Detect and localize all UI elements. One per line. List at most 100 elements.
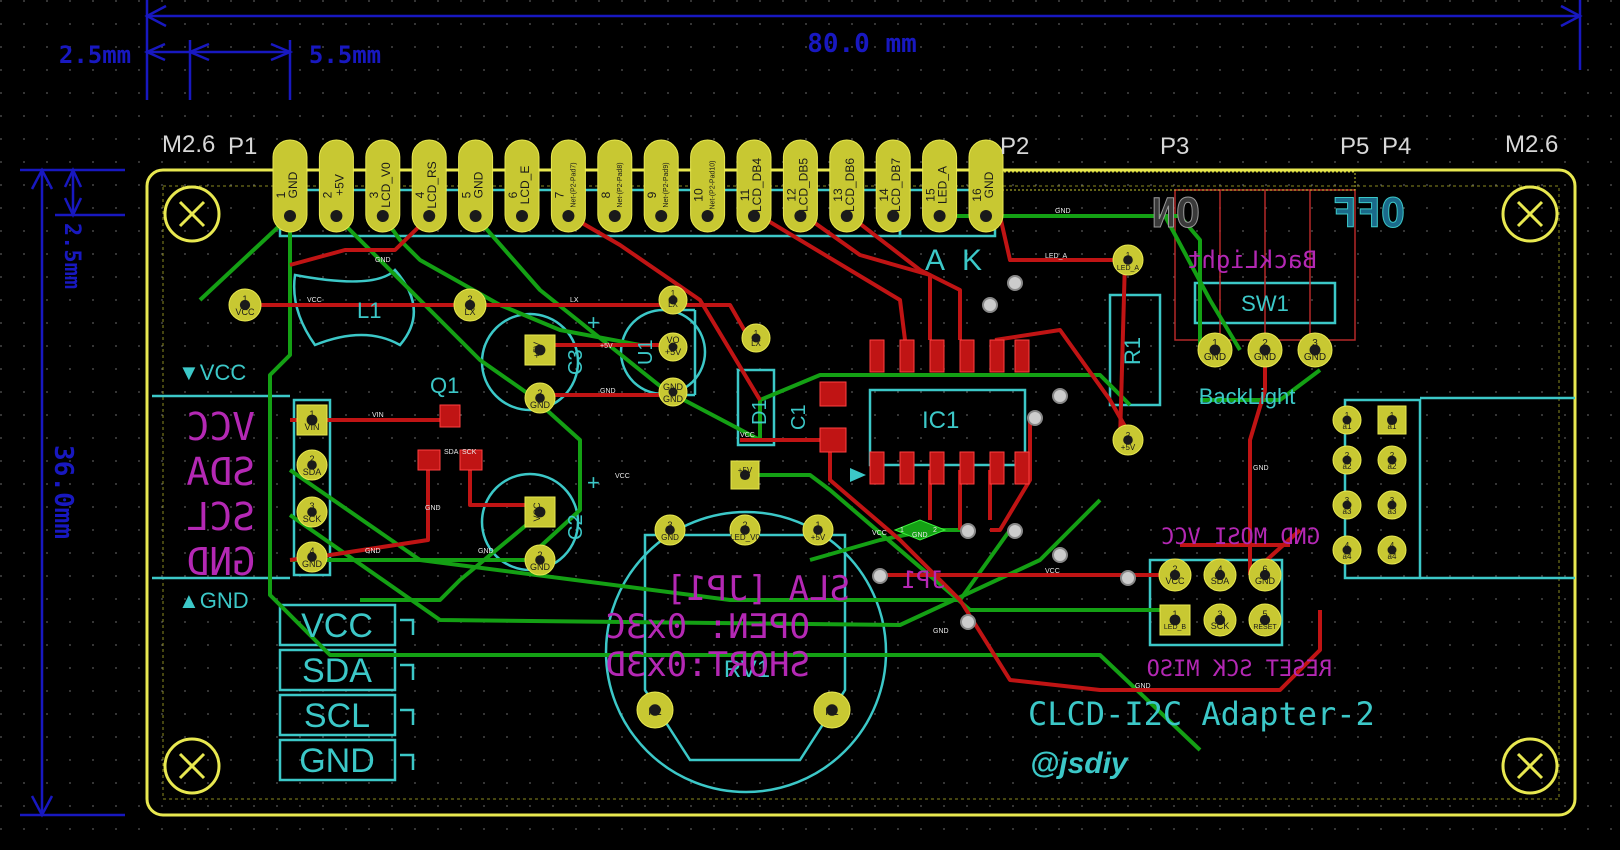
ref-p4: P4 — [1382, 133, 1411, 160]
lcd-pin-num: 1 — [274, 191, 288, 198]
through-hole-pads — [228, 139, 1407, 729]
sw1-pin-net: GND — [1254, 352, 1276, 363]
net-label-led-a: LED_A — [1045, 253, 1068, 260]
left-header-pin-4 — [296, 541, 328, 573]
isp-pin-1 — [1159, 604, 1191, 636]
lcd-pin-net: Net-(P2-Pad8) — [617, 162, 624, 207]
lcd-pin-net: LED_A — [936, 166, 950, 204]
lcd-pin-9 — [643, 139, 679, 233]
left-header-pin-net: SDA — [303, 467, 322, 477]
isp-pin-net: SDA — [1211, 576, 1230, 586]
p4-pin-net: a4 — [1388, 552, 1397, 561]
sw1-pin-num: 2 — [1262, 338, 1268, 349]
left-header-pin-net: VIN — [304, 422, 319, 432]
lcd-pin-net: LCD_DB7 — [889, 158, 903, 212]
net-label-vcc-3: VCC — [740, 432, 755, 439]
jp1-pin2: 2 — [933, 527, 937, 534]
u1-pin-num: 1 — [671, 289, 676, 298]
vias — [872, 275, 1136, 630]
c3-pad-1 — [524, 334, 556, 366]
left-header-pin-num: 2 — [309, 454, 314, 464]
lcd-pin-8 — [597, 139, 633, 233]
lcd-pin-3 — [365, 139, 401, 233]
p4-pin-net: a2 — [1388, 462, 1397, 471]
rv1-pin-num: 2 — [742, 520, 747, 530]
lcd-pin-num: 2 — [320, 191, 334, 198]
lcd-pin-net: Net-(P2-Pad10) — [710, 160, 717, 209]
p4-pin-2-r — [1377, 445, 1407, 475]
u1-pad-2 — [658, 332, 688, 362]
l1-pad-net: LX — [464, 307, 475, 317]
rv1-pad-p2 — [636, 691, 674, 729]
rv1-pad-p1 — [813, 691, 851, 729]
net-label-5v: +5V — [600, 343, 613, 350]
left-header-pin-1 — [296, 404, 328, 436]
net-label-gnd-7: GND — [1253, 465, 1269, 472]
dim-total-width: 80.0 mm — [807, 29, 917, 59]
c3-pin-net: GND — [530, 400, 551, 410]
lcd-pin-net: LCD_DB5 — [796, 158, 810, 212]
address-note-line2: OPEN: 0x3C — [605, 607, 810, 647]
net-label-vcc-1: VCC — [307, 297, 322, 304]
net-label-vcc-2: VCC — [1045, 568, 1060, 575]
p4-pin-3-l — [1332, 490, 1362, 520]
lcd-pin-num: 7 — [552, 191, 566, 198]
isp-pin-net: LED_B — [1164, 624, 1187, 631]
isp-pin-num: 2 — [1172, 564, 1177, 574]
net-label-vin: VIN — [372, 412, 384, 419]
d1-pad-1 — [741, 323, 771, 353]
ref-l1: L1 — [357, 298, 381, 323]
rv1-pin-net: +5V — [811, 533, 826, 542]
dim-total-height: 36.0mm — [48, 445, 78, 539]
lcd-anode: A — [925, 244, 945, 277]
c3-pin-num: 2 — [537, 388, 542, 398]
lcd-pin-4 — [411, 139, 447, 233]
net-label-gnd-4: GND — [600, 388, 616, 395]
lcd-pin-num: 14 — [877, 188, 891, 202]
p4-pin-num: 3 — [1390, 496, 1395, 505]
lcd-pin-num: 4 — [413, 191, 427, 198]
isp-pin-num: 1 — [1172, 609, 1177, 619]
ref-u1: U1 — [635, 339, 657, 365]
p4-pin-net: a1 — [1343, 422, 1352, 431]
isp-pin-5 — [1248, 603, 1282, 637]
rv1-pad-3 — [654, 514, 686, 546]
u1-pin-net: GND — [663, 394, 684, 404]
ref-p1: P1 — [228, 133, 257, 160]
back-copper-tracks — [198, 214, 1322, 752]
p4-pin-num: 4 — [1345, 541, 1350, 550]
mirror-label-gnd: GND — [186, 540, 255, 584]
isp-bottom-mirror: RESET SCK MISO — [1147, 657, 1332, 682]
lcd-pin-11 — [736, 139, 772, 233]
u1-pin-net: VO — [666, 335, 679, 345]
net-label-lx: LX — [570, 297, 579, 304]
isp-pin-net: RESET — [1253, 624, 1277, 631]
left-header-pin-3 — [296, 496, 328, 528]
c2-pin-num: 2 — [537, 550, 542, 560]
lcd-pin-net: +5V — [332, 174, 346, 196]
vcc-marker: ▼VCC — [178, 360, 246, 385]
p4-pin-4-r — [1377, 535, 1407, 565]
c2-pad-1 — [524, 496, 556, 528]
isp-pin-net: GND — [1255, 576, 1276, 586]
net-label-gnd-8: GND — [933, 628, 949, 635]
lcd-pin-net: LCD_DB4 — [750, 158, 764, 212]
isp-pin-num: 5 — [1262, 609, 1267, 619]
switch-on-label: ON — [1152, 191, 1200, 237]
d1-pin-net: LX — [751, 339, 761, 348]
rv1-pad-2 — [729, 514, 761, 546]
switch-off-label: OFF — [1333, 191, 1405, 237]
lcd-pin-10 — [690, 139, 726, 233]
dimensions — [20, 0, 1583, 818]
jp1-jumper — [893, 519, 947, 541]
net-label-sck: SCK — [462, 449, 477, 456]
lcd-pin-13 — [829, 139, 865, 233]
rv1-pin-net: GND — [661, 533, 679, 542]
rv1-pin-num: 1 — [815, 520, 820, 530]
lcd-pin-num: 16 — [970, 188, 984, 202]
mount-holes — [163, 185, 1559, 795]
dim-left-offset: 2.5mm — [59, 41, 131, 69]
u1-pad-4 — [658, 377, 688, 407]
isp-pin-6 — [1248, 558, 1282, 592]
